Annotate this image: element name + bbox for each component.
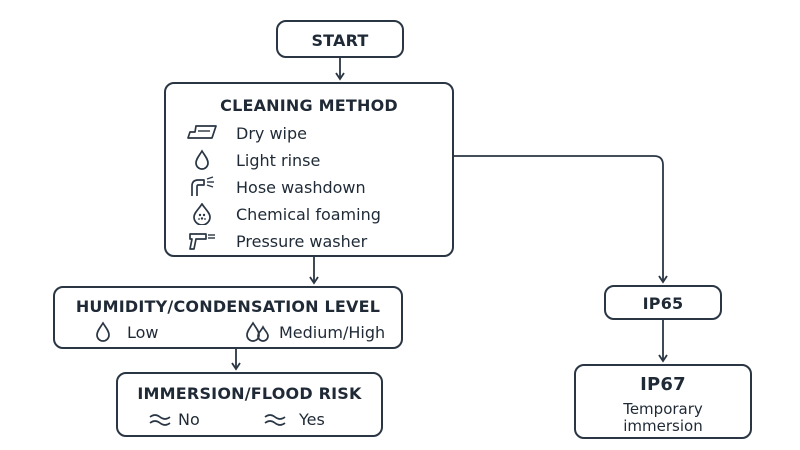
immersion-yes-label: Yes bbox=[299, 409, 325, 429]
immersion-no-label: No bbox=[178, 409, 200, 429]
cleaning-option-label: Light rinse bbox=[236, 150, 321, 170]
cleaning-option-hose-washdown: Hose washdown bbox=[186, 176, 366, 198]
immersion-option-no: No bbox=[148, 409, 200, 429]
ip65-node: IP65 bbox=[604, 285, 722, 320]
ip67-description-line1: Temporary bbox=[623, 400, 703, 418]
ip67-description-line2: immersion bbox=[623, 417, 703, 435]
double-droplet-icon bbox=[246, 321, 269, 342]
start-node: START bbox=[276, 20, 404, 58]
ip67-label: IP67 bbox=[640, 374, 686, 395]
cleaning-option-label: Dry wipe bbox=[236, 123, 307, 143]
ip65-label: IP65 bbox=[642, 294, 684, 313]
humidity-node: HUMIDITY/CONDENSATION LEVEL Low Medium/H… bbox=[53, 286, 403, 349]
cleaning-option-light-rinse: Light rinse bbox=[186, 149, 320, 171]
immersion-node: IMMERSION/FLOOD RISK No Yes bbox=[116, 372, 383, 437]
cleaning-option-label: Pressure washer bbox=[236, 231, 368, 251]
arrow-cleaning-to-ip65 bbox=[454, 155, 668, 284]
immersion-option-yes: Yes bbox=[263, 409, 325, 429]
cleaning-method-title: CLEANING METHOD bbox=[220, 96, 398, 115]
cleaning-option-label: Hose washdown bbox=[236, 177, 366, 197]
cleaning-option-chemical-foaming: Chemical foaming bbox=[186, 203, 381, 225]
humidity-title: HUMIDITY/CONDENSATION LEVEL bbox=[75, 297, 381, 316]
immersion-title: IMMERSION/FLOOD RISK bbox=[137, 384, 362, 403]
cleaning-option-label: Chemical foaming bbox=[236, 204, 381, 224]
cleaning-option-dry-wipe: Dry wipe bbox=[186, 122, 307, 144]
start-label: START bbox=[311, 31, 369, 50]
cleaning-method-node: CLEANING METHOD Dry wipe Light rinse Hos… bbox=[164, 82, 454, 257]
humidity-high-label: Medium/High bbox=[279, 322, 386, 342]
waves-icon bbox=[264, 414, 286, 426]
waves-icon bbox=[149, 414, 171, 426]
spray-gun-icon bbox=[189, 233, 215, 250]
hose-icon bbox=[191, 176, 214, 196]
cloth-icon bbox=[187, 125, 217, 139]
cleaning-option-pressure-washer: Pressure washer bbox=[186, 230, 367, 252]
humidity-option-low: Low bbox=[93, 321, 159, 343]
humidity-option-high: Medium/High bbox=[243, 321, 385, 343]
ip67-node: IP67 Temporary immersion bbox=[574, 364, 752, 439]
droplet-icon bbox=[195, 149, 209, 170]
foam-droplet-icon bbox=[193, 203, 211, 225]
humidity-low-label: Low bbox=[127, 322, 159, 342]
droplet-icon bbox=[96, 321, 110, 342]
